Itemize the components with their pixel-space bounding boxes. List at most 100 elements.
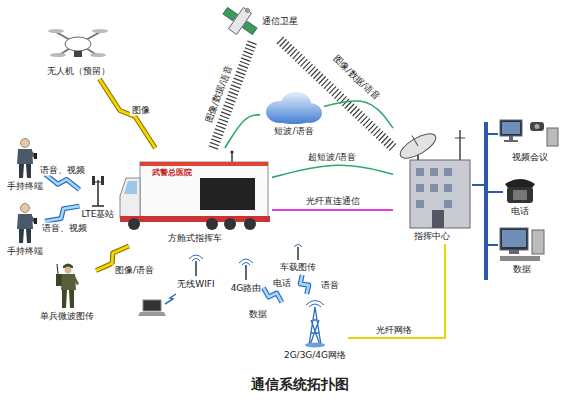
command-center-icon — [459, 130, 461, 160]
icon-node: LTE基站 — [80, 174, 117, 222]
wifi-antenna — [189, 255, 203, 261]
laptop-icon — [165, 294, 176, 304]
connector — [472, 185, 498, 245]
node-label: 视频会议 — [512, 152, 548, 163]
soldier-icon — [61, 274, 76, 290]
command-truck — [206, 218, 218, 230]
command-center-icon — [455, 138, 465, 139]
node-label: 无人机（预留） — [47, 66, 110, 77]
computer-icon — [509, 250, 519, 254]
node-label: 手持终端 — [7, 181, 43, 192]
handheld-person — [17, 204, 37, 244]
command-center-icon — [416, 184, 424, 192]
phone-icon — [505, 179, 535, 203]
lte-tower-icon — [95, 182, 101, 183]
connector — [45, 174, 80, 190]
connector — [472, 185, 503, 192]
lte-tower-icon — [101, 176, 104, 185]
cell-tower-icon — [309, 307, 321, 345]
bolt-outline — [45, 174, 80, 190]
node-label: 无线WIFI — [177, 279, 214, 290]
command-center-icon — [432, 210, 444, 228]
free-label: 数据 — [249, 309, 267, 320]
cell-tower-icon — [305, 343, 325, 348]
command-center-icon — [444, 184, 452, 192]
cell-tower-icon — [305, 301, 325, 348]
drone-icon — [90, 53, 106, 57]
connector — [300, 275, 309, 294]
bolt-outline — [300, 275, 309, 294]
node-label: 4G路由 — [231, 283, 262, 294]
lte-tower-icon — [92, 176, 95, 185]
connector — [99, 79, 155, 148]
edge-label: 图像/数据/语音 — [203, 62, 236, 126]
node-label: LTE基站 — [82, 209, 115, 220]
video-conference-icon — [500, 120, 522, 136]
command-truck — [200, 178, 255, 210]
command-truck — [140, 162, 268, 218]
satellite-icon — [228, 7, 251, 34]
edge-label: 超短波/语音 — [306, 151, 358, 162]
drone-icon — [50, 53, 66, 57]
node-label: 方舱式指挥车 — [168, 233, 222, 244]
node-label: 2G/3G/4G网络 — [284, 350, 346, 361]
command-truck — [244, 218, 256, 230]
bolt-outline — [99, 79, 155, 148]
connector — [324, 101, 393, 128]
command-center-icon — [430, 184, 438, 192]
command-truck — [224, 218, 236, 230]
computer-icon — [500, 228, 528, 250]
command-center-icon — [444, 168, 452, 176]
router-antenna — [239, 259, 253, 265]
drone-icon — [48, 29, 108, 57]
connector-line — [225, 115, 260, 148]
drone-icon — [56, 32, 70, 40]
bolt-outline — [45, 206, 80, 221]
node-label: 短波/语音 — [274, 126, 313, 137]
video-conference-icon — [547, 128, 558, 146]
command-center-icon — [412, 136, 418, 146]
drone-icon — [48, 29, 64, 33]
connector — [45, 206, 80, 221]
drone-icon — [86, 32, 100, 40]
command-center-icon — [430, 168, 438, 176]
router-antenna — [245, 265, 247, 280]
laptop-icon — [138, 294, 176, 316]
edge-label: 光纤网络 — [374, 325, 414, 336]
vehicle-antenna — [294, 245, 302, 248]
bolt-outline — [263, 288, 282, 303]
icon-node: 视频会议 — [498, 116, 562, 165]
phone-icon — [507, 187, 533, 203]
satellite-icon — [244, 7, 251, 14]
free-label: 语音 — [321, 280, 339, 291]
connector-line — [263, 288, 282, 303]
icon-node: 电话 — [503, 174, 537, 219]
vehicle-antenna — [294, 245, 302, 261]
connector-line — [45, 206, 80, 221]
soldier-icon — [74, 276, 79, 285]
laptop-icon — [143, 300, 161, 311]
video-conference-icon — [502, 122, 520, 134]
connector — [472, 134, 498, 185]
command-center-icon — [410, 160, 470, 228]
free-label: 武警总医院 — [152, 167, 192, 178]
computer-icon — [500, 228, 544, 261]
soldier-icon — [56, 274, 62, 286]
connector-line — [472, 185, 498, 245]
connector — [272, 210, 393, 211]
handheld-person — [17, 139, 37, 179]
connector-line — [272, 165, 393, 177]
soldier-icon — [65, 267, 72, 274]
icon-node: 通信卫星 — [220, 2, 300, 40]
edge-label: 语音、视频 — [40, 222, 89, 233]
satellite-icon — [218, 0, 264, 42]
soldier-icon — [57, 264, 58, 274]
vehicle-antenna — [297, 247, 299, 260]
wifi-antenna — [195, 261, 197, 276]
command-truck — [120, 178, 140, 218]
lte-tower-icon — [92, 205, 104, 207]
node-label: 手持终端 — [7, 246, 43, 257]
connector — [272, 165, 393, 177]
